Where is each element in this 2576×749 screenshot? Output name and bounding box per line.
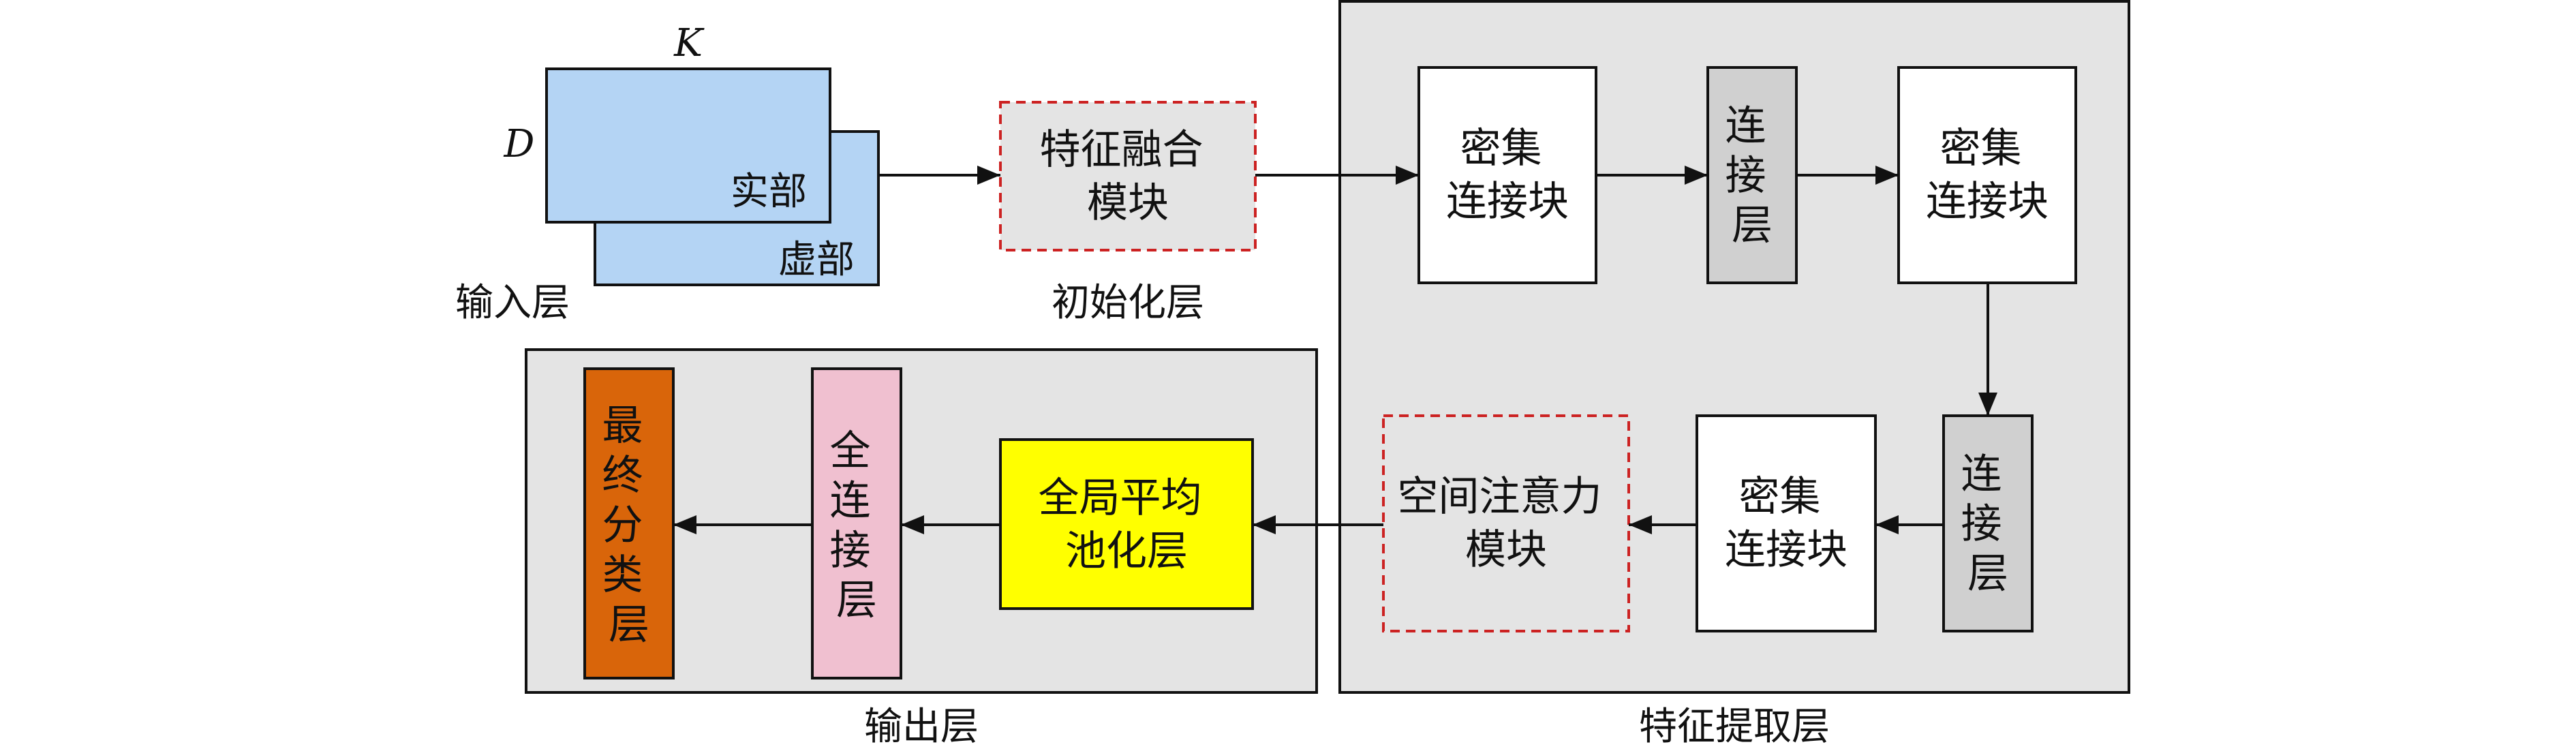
final-classification-layer: 最 终 分 类 层: [583, 367, 675, 679]
real-part-sheet: [545, 67, 831, 224]
feature-fusion-label: 特征融合 模块: [1039, 126, 1216, 227]
svg-text:全局平均 池化层: 全局平均 池化层: [1038, 474, 1214, 575]
cls-char-5: 层: [609, 601, 649, 649]
attention-line-2: 模块: [1465, 526, 1547, 574]
fully-connected-layer: 全 连 接 层: [811, 367, 902, 679]
initialization-layer: 特征融合 模块 初始化层: [999, 101, 1257, 325]
fc-char-2: 连: [829, 477, 870, 525]
dense-block-2-line-1: 密集: [1939, 125, 2021, 172]
input-layer-caption: 输入层: [455, 281, 570, 325]
fc-char-3: 接: [829, 527, 870, 575]
flow-arrows: [673, 166, 1997, 534]
cls-char-3: 分: [602, 502, 643, 549]
transition-layer-2: 连 接 层: [1942, 414, 2034, 632]
real-part-label: 实部: [731, 170, 807, 214]
gap-line-1: 全局平均: [1038, 474, 1201, 522]
cls-char-2: 终: [602, 452, 643, 500]
spatial-attention-module: 空间注意力 模块: [1382, 414, 1630, 632]
svg-text:连 接 层: 连 接 层: [1961, 450, 2014, 598]
dense-block-3: 密集 连接块: [1696, 414, 1877, 632]
transition-1-char-3: 层: [1732, 202, 1773, 249]
svg-text:连 接 层: 连 接 层: [1725, 102, 1779, 249]
dense-block-2-line-2: 连接块: [1926, 178, 2049, 226]
k-dimension-label: K: [673, 21, 705, 65]
feature-extraction-caption: 特征提取层: [1639, 705, 1830, 749]
imaginary-part-label: 虚部: [778, 238, 855, 282]
fc-char-1: 全: [829, 427, 870, 475]
gap-line-2: 池化层: [1065, 528, 1188, 575]
dense-block-1-line-2: 连接块: [1446, 178, 1569, 226]
transition-2-char-2: 接: [1961, 500, 2002, 548]
init-layer-caption: 初始化层: [1052, 281, 1204, 325]
svg-text:全 连 接 层: 全 连 接 层: [829, 427, 883, 624]
global-average-pooling: 全局平均 池化层: [999, 438, 1254, 610]
cls-char-1: 最: [602, 402, 643, 450]
dense-block-2: 密集 连接块: [1897, 66, 2077, 284]
transition-2-char-3: 层: [1967, 550, 2008, 598]
dense-block-3-line-1: 密集: [1738, 473, 1820, 521]
transition-1-char-2: 接: [1725, 152, 1766, 200]
cls-char-4: 类: [602, 551, 643, 599]
svg-text:空间注意力 模块: 空间注意力 模块: [1397, 473, 1614, 574]
svg-text:密集 连接块: 密集 连接块: [1926, 125, 2049, 226]
transition-1-char-1: 连: [1725, 102, 1766, 150]
input-layer: K D 实部 虚部 输入层: [455, 21, 880, 325]
feature-fusion-line-2: 模块: [1087, 179, 1169, 227]
transition-2-char-1: 连: [1961, 450, 2002, 498]
dense-block-1-line-1: 密集: [1460, 125, 1542, 172]
d-dimension-label: D: [504, 122, 535, 166]
fc-char-4: 层: [836, 577, 877, 624]
svg-text:最 终 分 类: 最 终 分 类 层: [602, 402, 656, 649]
attention-line-1: 空间注意力: [1397, 473, 1601, 521]
feature-fusion-module: [999, 101, 1257, 251]
dense-block-3-line-2: 连接块: [1725, 526, 1847, 574]
svg-text:密集 连接块: 密集 连接块: [1725, 473, 1847, 574]
feature-fusion-line-1: 特征融合: [1039, 126, 1203, 174]
svg-text:密集 连接块: 密集 连接块: [1446, 125, 1569, 226]
dense-block-1: 密集 连接块: [1417, 66, 1597, 284]
transition-layer-1: 连 接 层: [1706, 66, 1798, 284]
output-layer-caption: 输出层: [864, 705, 979, 749]
